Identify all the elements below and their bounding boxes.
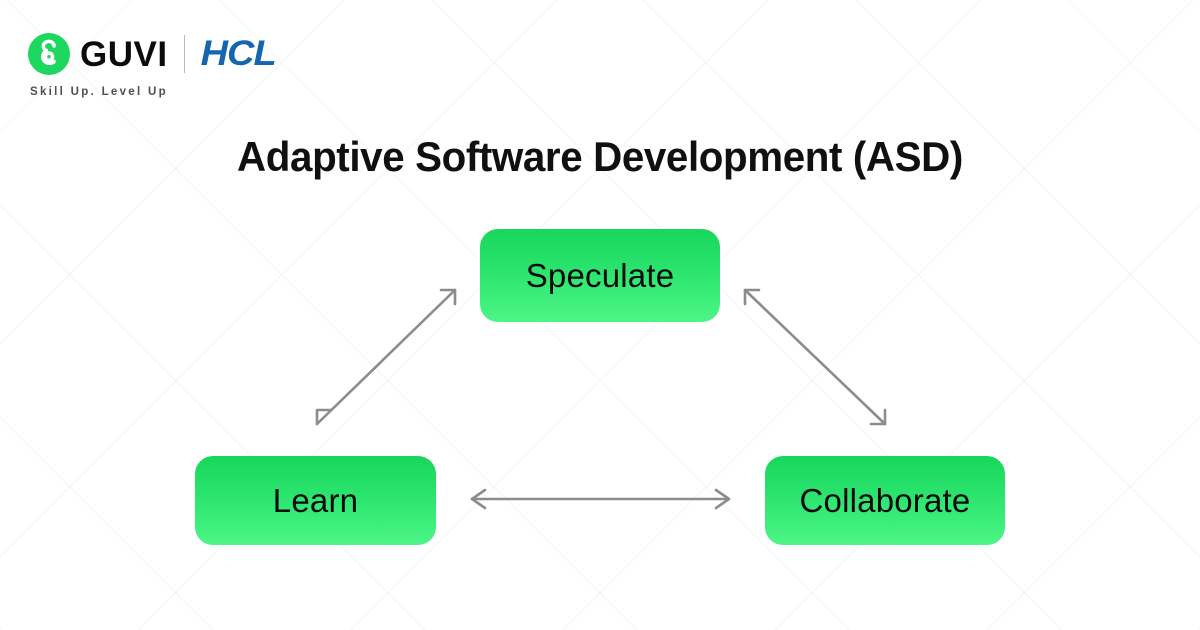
brand-lockup: GUVI HCL Skill Up. Level Up [28,31,277,98]
node-learn-label: Learn [272,482,359,519]
node-collaborate-label: Collaborate [799,482,971,519]
arrow-learn-speculate [315,288,457,426]
node-collaborate[interactable]: Collaborate [765,456,1005,545]
brand-divider [183,35,185,73]
node-speculate[interactable]: Speculate [480,229,720,322]
brand-tagline: Skill Up. Level Up [30,86,168,98]
guvi-wordmark: GUVI [80,34,168,74]
arrow-speculate-collaborate [743,288,887,426]
guvi-g-mark-icon [28,33,70,75]
node-speculate-label: Speculate [525,257,675,294]
arrow-learn-collaborate [470,488,731,510]
brand-row: GUVI HCL [28,31,277,77]
node-learn[interactable]: Learn [195,456,436,545]
hcl-wordmark: HCL [200,34,277,74]
page-title: Adaptive Software Development (ASD) [237,133,963,180]
